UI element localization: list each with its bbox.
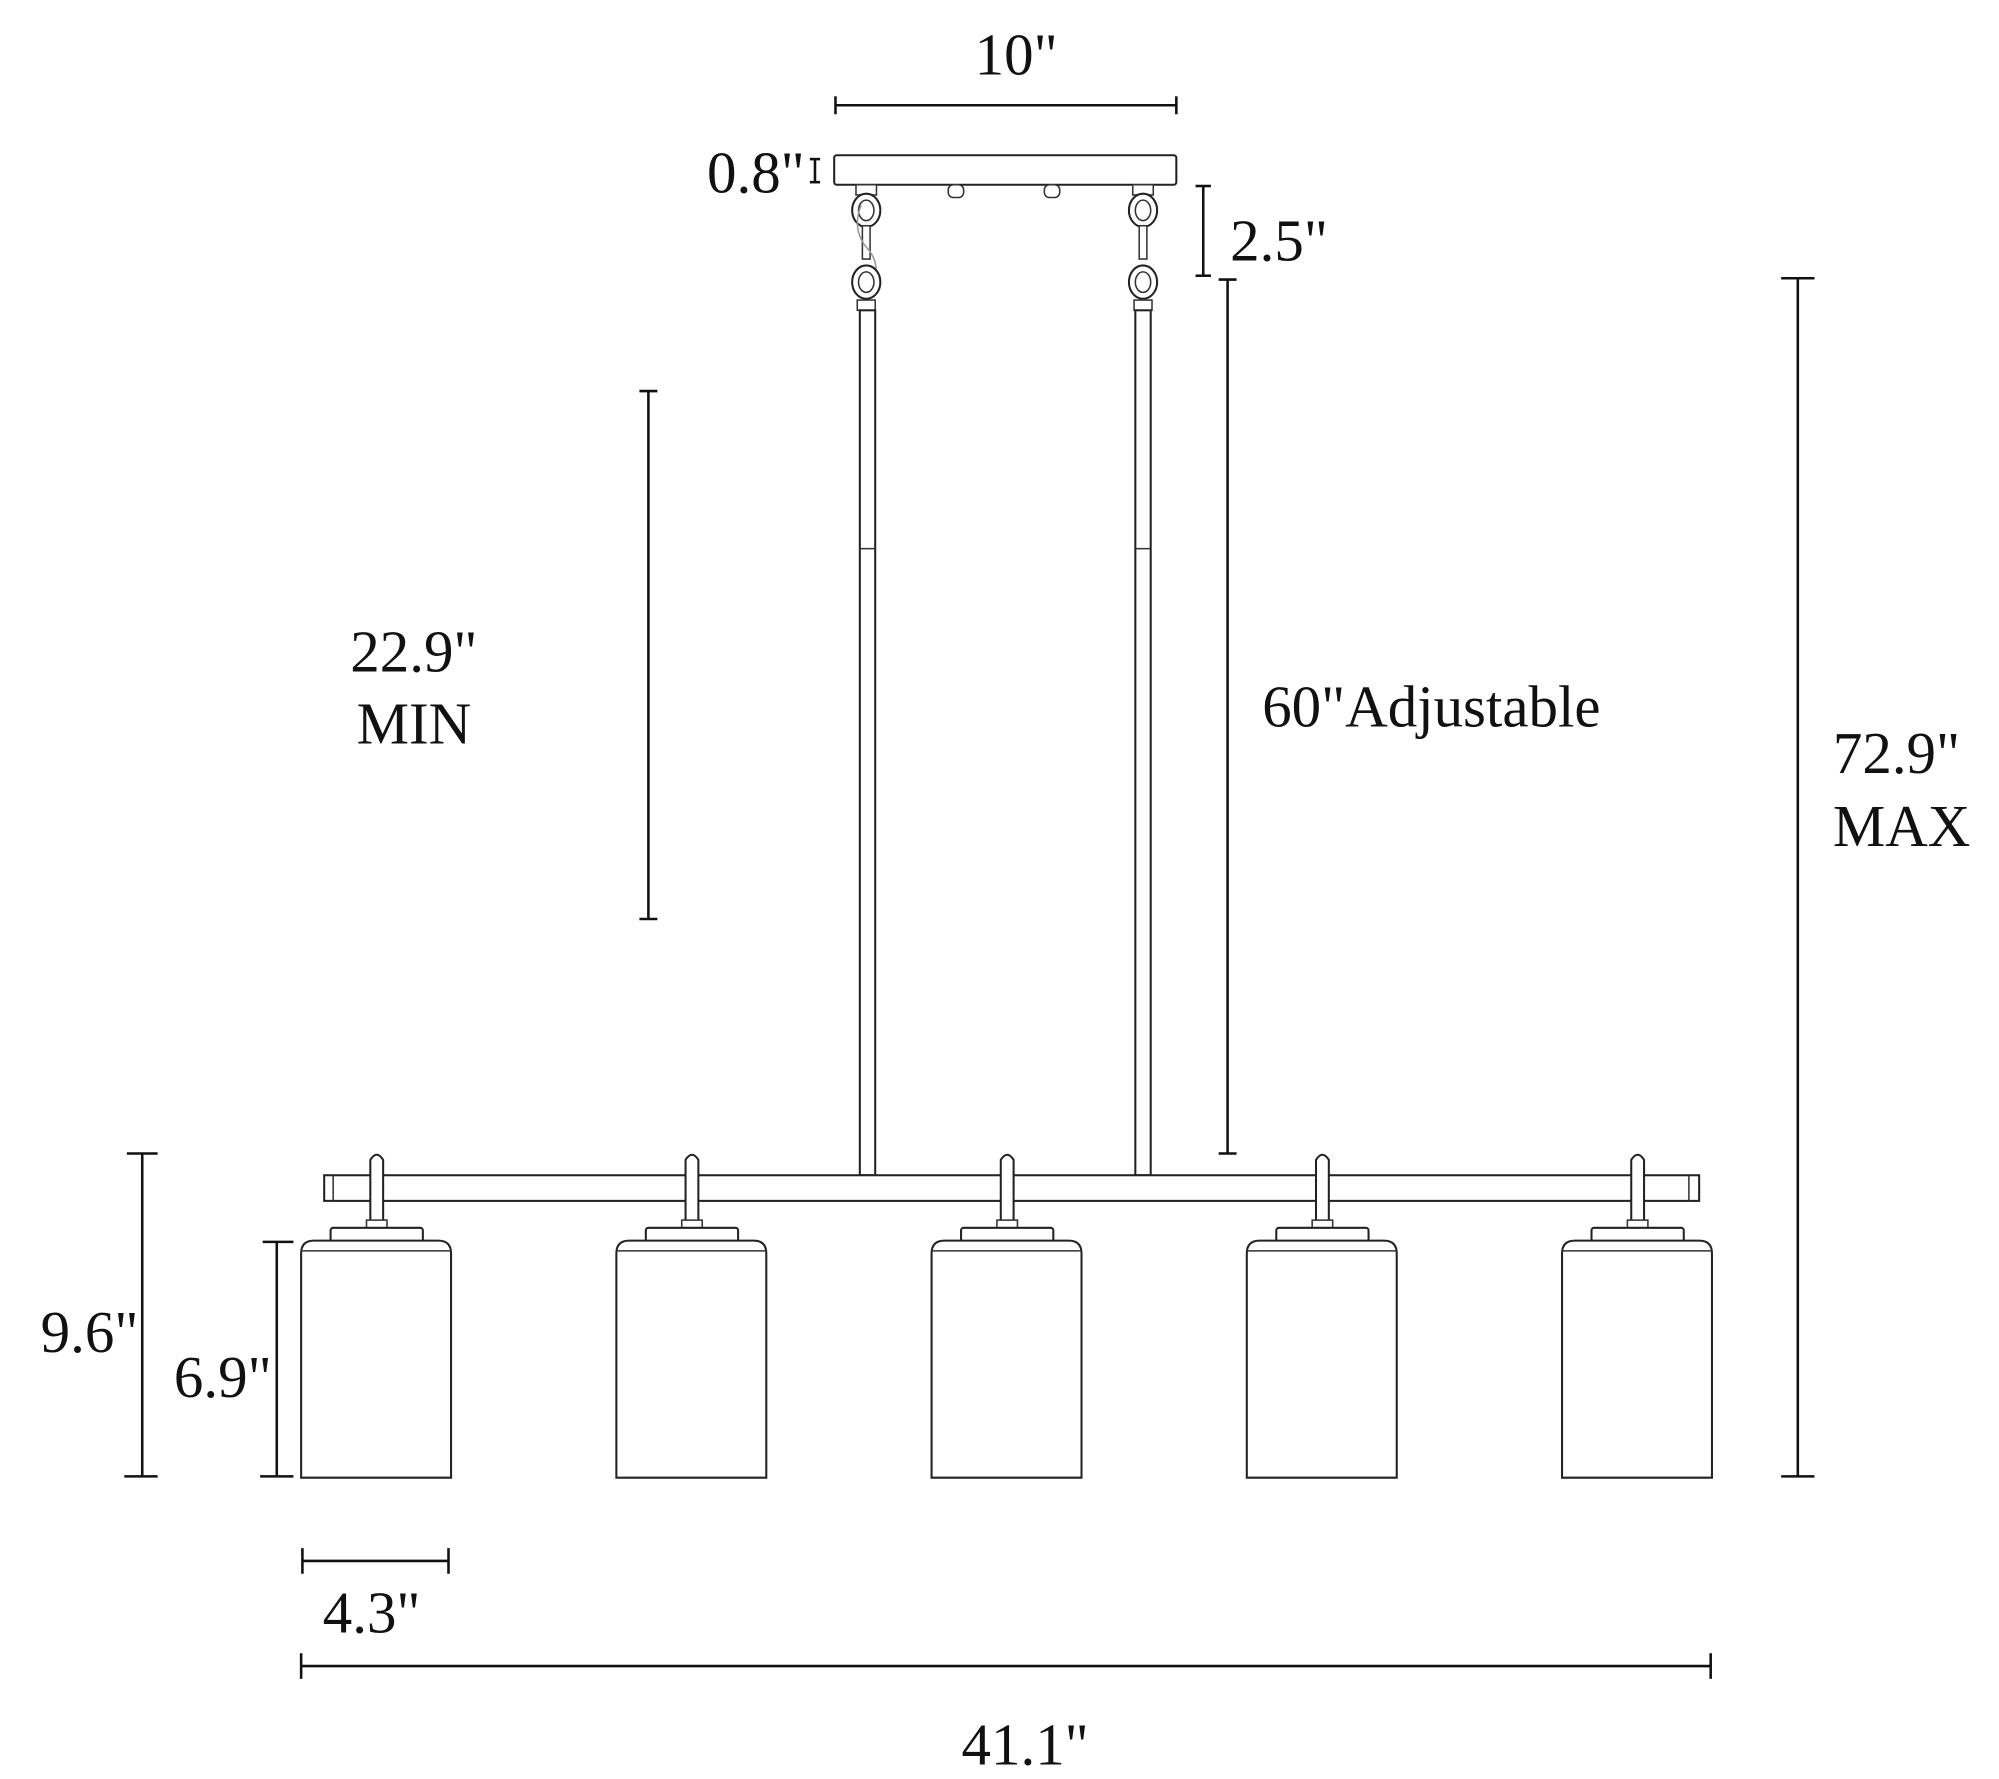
canopy-height-dimension: 0.8" [707, 139, 821, 205]
max-height-value: 72.9" [1833, 720, 1960, 786]
chain-length-label: 2.5" [1230, 207, 1328, 273]
fixture-height-dimension: 9.6" [41, 1152, 158, 1478]
right-chain [1127, 183, 1159, 312]
min-height-tag: MIN [357, 690, 472, 756]
lamp-5 [1561, 1153, 1713, 1479]
shade-width-label: 4.3" [323, 1580, 421, 1646]
lamp-4 [1245, 1153, 1398, 1479]
rod-adjustable-dimension: 60"Adjustable [1218, 278, 1601, 1155]
left-chain [851, 183, 882, 312]
lamp-3 [930, 1153, 1083, 1479]
min-height-value: 22.9" [350, 619, 477, 685]
fixture-height-label: 9.6" [41, 1299, 139, 1365]
overall-width-dimension: 41.1" [299, 1653, 1712, 1778]
max-height-dimension: 72.9" MAX [1781, 276, 1971, 1478]
rod-adjustable-label: 60"Adjustable [1262, 674, 1600, 740]
canopy-width-label: 10" [975, 22, 1058, 88]
lamp-1 [300, 1153, 453, 1479]
canopy-height-label: 0.8" [707, 139, 805, 205]
max-height-tag: MAX [1833, 793, 1971, 859]
min-height-dimension: 22.9" MIN [350, 389, 658, 921]
down-rods [858, 309, 1152, 1177]
lamp-2 [615, 1153, 768, 1479]
chain-length-dimension: 2.5" [1195, 184, 1328, 277]
canopy [833, 154, 1178, 199]
shade-height-dimension: 6.9" [174, 1240, 294, 1478]
overall-width-label: 41.1" [962, 1712, 1089, 1778]
shade-width-dimension: 4.3" [301, 1548, 450, 1646]
canopy-width-dimension: 10" [834, 22, 1178, 115]
shade-height-label: 6.9" [174, 1344, 272, 1410]
